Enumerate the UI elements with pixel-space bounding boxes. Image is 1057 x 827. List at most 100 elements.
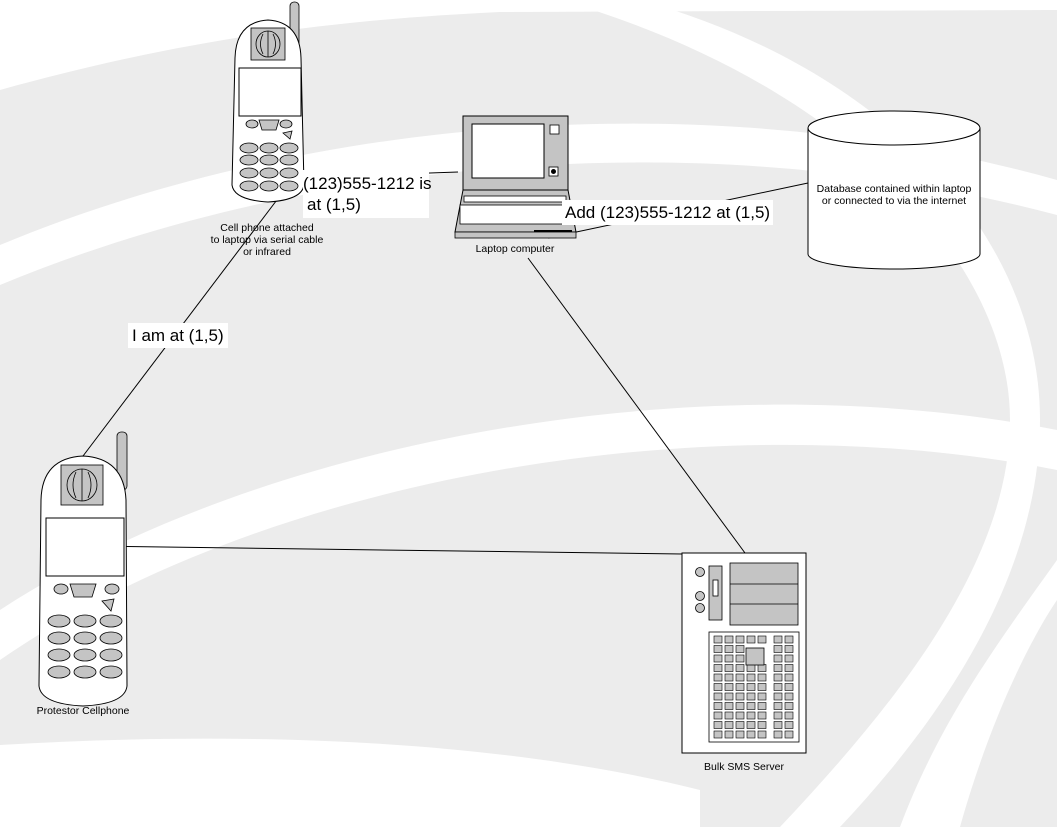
protestor-cellphone-icon (38, 431, 128, 707)
server-key (746, 721, 756, 729)
server-key (746, 711, 756, 720)
server-key (724, 635, 734, 644)
server-key (713, 635, 723, 644)
server-key (757, 683, 767, 691)
attached-cellphone-icon (231, 1, 305, 203)
server-key (713, 702, 723, 710)
attached-phone-label-line: Cell phone attached (220, 222, 314, 234)
connector-protestor-to-phone (79, 179, 293, 461)
server-key (724, 673, 734, 682)
laptop-icon (454, 115, 577, 239)
server-key (735, 711, 745, 720)
server-key (773, 635, 783, 644)
server-key (724, 683, 734, 691)
server-key (724, 721, 734, 729)
laptop-label: Laptop computer (475, 243, 555, 255)
server-key (784, 702, 794, 710)
server-key (773, 702, 783, 710)
server-key (773, 673, 783, 682)
server-key (735, 730, 745, 739)
server-key (735, 683, 745, 691)
background-swoosh (900, 560, 1057, 827)
server-key (713, 692, 723, 701)
server-key (773, 711, 783, 720)
background-swoosh (0, 404, 1057, 660)
server-key (746, 683, 756, 691)
server-key (713, 721, 723, 729)
server-key (724, 711, 734, 720)
server-key (757, 673, 767, 682)
server-key (713, 711, 723, 720)
server-key (784, 711, 794, 720)
server-key (746, 702, 756, 710)
server-key (713, 654, 723, 663)
server-icon (681, 552, 807, 754)
server-key (784, 654, 794, 663)
server-key (784, 721, 794, 729)
server-key (713, 645, 723, 653)
server-key (784, 692, 794, 701)
server-key (724, 645, 734, 653)
server-key (724, 692, 734, 701)
server-key (757, 692, 767, 701)
database-label: Database contained within laptop or conn… (808, 183, 980, 207)
server-key (773, 664, 783, 672)
server-key (784, 730, 794, 739)
server-key (746, 692, 756, 701)
server-key (773, 654, 783, 663)
server-key (773, 721, 783, 729)
server-key (757, 702, 767, 710)
server-key (784, 645, 794, 653)
message-laptop-to-database: Add (123)555-1212 at (1,5) (562, 200, 774, 225)
database-label-line: Database contained within laptop (816, 183, 972, 195)
server-key (784, 673, 794, 682)
server-key (746, 730, 756, 739)
server-key (735, 664, 745, 672)
server-key (735, 645, 745, 653)
server-key (746, 673, 756, 682)
database-label-line: or connected to via the internet (821, 195, 967, 207)
server-key (735, 721, 745, 729)
server-key (724, 654, 734, 663)
server-key (784, 635, 794, 644)
server-key (773, 645, 783, 653)
server-key (784, 683, 794, 691)
server-key (773, 683, 783, 691)
attached-phone-label-line: or infrared (243, 246, 291, 258)
server-key (713, 683, 723, 691)
server-key (713, 673, 723, 682)
server-key (746, 664, 756, 672)
server-key (713, 730, 723, 739)
server-key (735, 692, 745, 701)
background-swoosh (0, 738, 700, 827)
server-key (713, 664, 723, 672)
server-key (757, 721, 767, 729)
server-key (735, 635, 745, 644)
server-key (784, 664, 794, 672)
database-icon (807, 110, 981, 270)
server-key (746, 635, 756, 644)
server-key (724, 730, 734, 739)
protestor-phone-label: Protestor Cellphone (36, 705, 130, 717)
server-key (735, 673, 745, 682)
attached-phone-label-line: to laptop via serial cable (210, 234, 324, 246)
attached-phone-label: Cell phone attached to laptop via serial… (202, 222, 332, 258)
message-line: (123)555-1212 is (303, 174, 432, 193)
server-key (724, 702, 734, 710)
server-key (757, 730, 767, 739)
server-key (773, 692, 783, 701)
server-key (773, 730, 783, 739)
server-key (735, 654, 745, 663)
message-line: at (1,5) (307, 195, 361, 214)
message-phone-to-laptop: (123)555-1212 is at (1,5) (303, 170, 432, 218)
connector-laptop-to-server (527, 257, 746, 554)
message-protestor-to-phone: I am at (1,5) (128, 323, 228, 348)
server-key (757, 664, 767, 672)
connector-protestor-to-server (87, 545, 683, 555)
server-key (735, 702, 745, 710)
server-key (757, 635, 767, 644)
server-key (724, 664, 734, 672)
server-key (757, 711, 767, 720)
server-label: Bulk SMS Server (704, 761, 784, 773)
